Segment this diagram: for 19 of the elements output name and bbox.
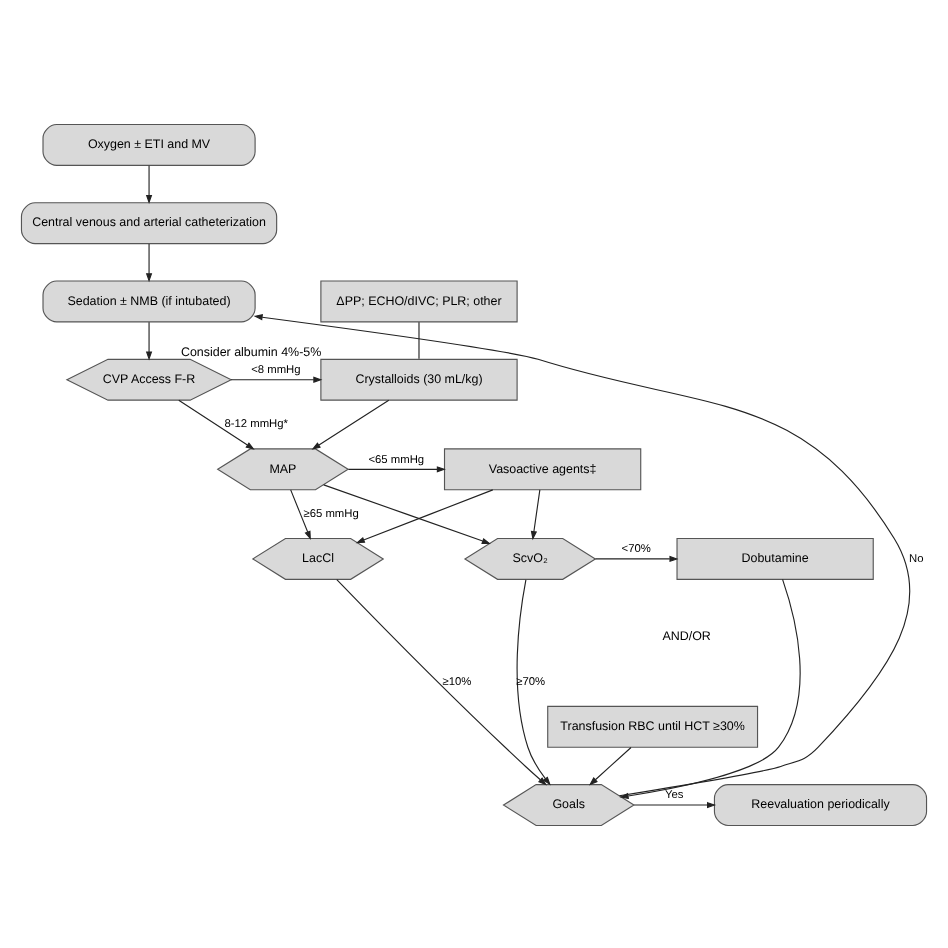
arrow [145,320,153,360]
arrow [594,554,679,562]
arrow [290,488,311,540]
arrow [145,164,153,203]
connector [418,320,420,359]
arrow [230,375,323,382]
arrow [588,745,632,785]
arrow [178,398,255,449]
arrow [145,242,153,282]
arrow [516,578,551,785]
arrow [633,800,717,808]
arrow [253,313,911,796]
arrow [530,488,541,540]
arrow [355,488,494,543]
arrow [336,578,547,785]
arrow [311,398,390,449]
arrow [619,577,801,799]
arrow [347,465,446,472]
arrow [323,483,491,543]
